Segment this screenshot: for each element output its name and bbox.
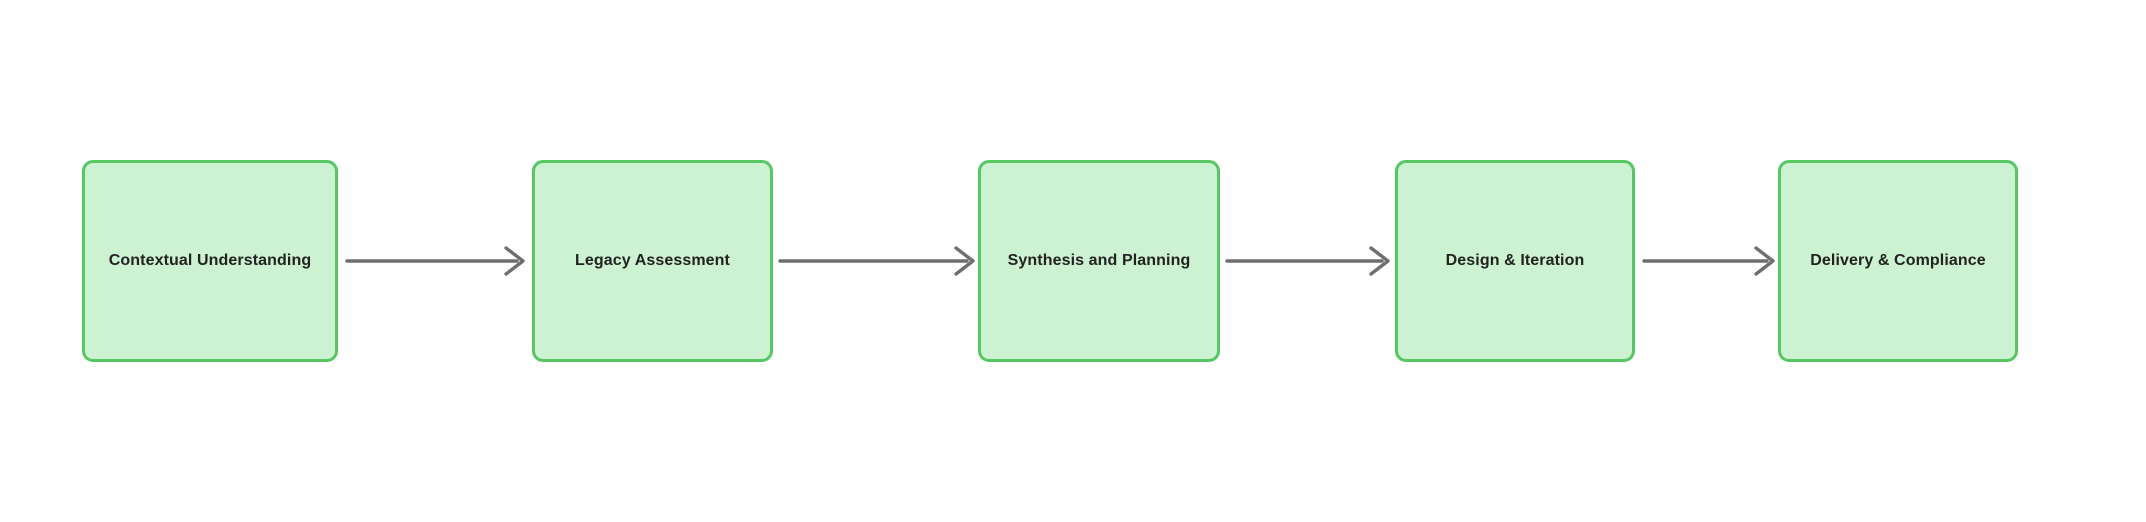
edge-arrow-1 (345, 246, 525, 276)
flow-node-contextual-understanding[interactable]: Contextual Understanding (82, 160, 338, 362)
flow-node-synthesis-and-planning[interactable]: Synthesis and Planning (978, 160, 1220, 362)
flow-node-legacy-assessment[interactable]: Legacy Assessment (532, 160, 773, 362)
node-label: Design & Iteration (1445, 252, 1585, 269)
node-label: Delivery & Compliance (1810, 252, 1986, 269)
node-label: Legacy Assessment (575, 252, 730, 269)
flow-node-design-and-iteration[interactable]: Design & Iteration (1395, 160, 1635, 362)
flow-node-delivery-and-compliance[interactable]: Delivery & Compliance (1778, 160, 2018, 362)
node-label: Contextual Understanding (108, 252, 312, 269)
edge-arrow-4 (1642, 246, 1775, 276)
node-label: Synthesis and Planning (1007, 252, 1191, 269)
edge-arrow-3 (1225, 246, 1390, 276)
edge-arrow-2 (778, 246, 975, 276)
